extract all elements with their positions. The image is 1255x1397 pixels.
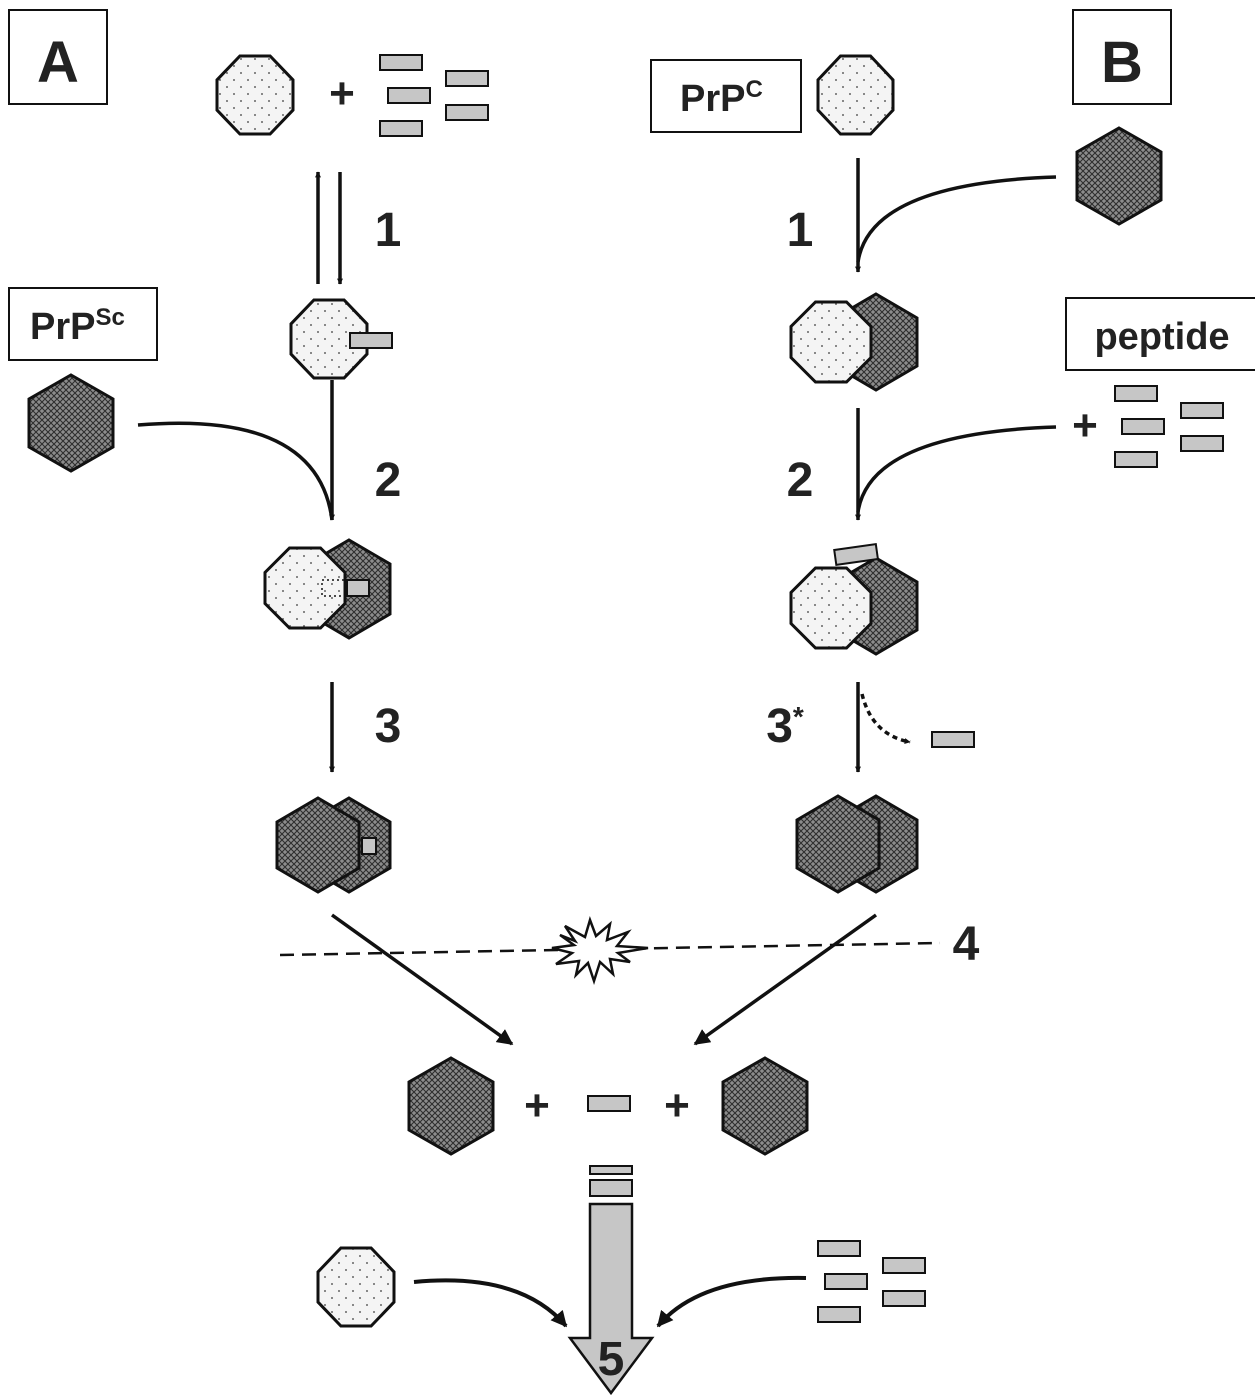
prpc-feed-arrow <box>413 1278 568 1328</box>
bound-peptide <box>833 543 880 566</box>
peptide-bar <box>882 1257 926 1274</box>
prpc-octagon-a-bound <box>289 298 369 380</box>
prpc-tag-label: PrPC <box>680 76 763 120</box>
peptide-bar <box>1121 418 1165 435</box>
peptide-bar <box>1114 385 1158 402</box>
peptide-bar <box>817 1240 861 1257</box>
peptide-bar <box>379 54 423 71</box>
arrow-body <box>567 1202 655 1396</box>
arrow-tail-segment <box>589 1165 633 1175</box>
step-4-label: 4 <box>953 918 980 971</box>
peptide-cluster-a-top <box>379 54 489 137</box>
prpsc-hexagon-a-left <box>27 373 115 473</box>
prpsc-tag-label: PrPSc <box>30 304 125 348</box>
prpsc-monomer-left <box>407 1056 495 1156</box>
prpsc-hexagon-b-right <box>1075 126 1163 226</box>
peptide-bar <box>445 70 489 87</box>
panel-b-label: B <box>1101 30 1143 95</box>
panel-a-box: A <box>8 9 108 105</box>
prpc-octagon-bottom <box>316 1246 396 1328</box>
panel-a-label: A <box>37 30 79 95</box>
peptide-bar <box>379 120 423 137</box>
peptide-bar <box>882 1290 926 1307</box>
peptide-tag-box: peptide <box>1065 297 1255 371</box>
prpsc-joining-curve-b <box>856 175 1057 263</box>
fragment-arrow-right <box>693 913 878 1046</box>
step-a2-label: 2 <box>375 454 402 507</box>
peptide-bar <box>387 87 431 104</box>
peptide-tag-label: peptide <box>1094 316 1229 358</box>
heterodimer-b <box>789 292 919 392</box>
peptide-bar <box>817 1306 861 1323</box>
peptide-feed-arrow <box>656 1275 807 1328</box>
peptide-bar <box>445 104 489 121</box>
fragment-arrow-left <box>330 913 514 1046</box>
step-b2-label: 2 <box>787 454 814 507</box>
heterodimer-a-with-peptide <box>263 538 392 640</box>
plus-sign-bottom-right: + <box>664 1081 690 1130</box>
prpsc-dimer-b <box>795 794 919 894</box>
prpsc-hexagon <box>795 794 881 894</box>
prpsc-tag-box: PrPSc <box>8 287 158 361</box>
peptide-bar <box>1114 451 1158 468</box>
prpsc-joining-curve-a <box>137 421 334 521</box>
panel-b-box: B <box>1072 9 1172 105</box>
step-a1-label: 1 <box>375 204 402 257</box>
prpc-octagon-b-top <box>816 54 895 136</box>
bound-peptide <box>361 837 377 855</box>
step-a3-label: 3 <box>375 700 402 753</box>
step-5-label: 5 <box>598 1333 625 1386</box>
free-peptide <box>587 1095 631 1112</box>
peptide-joining-curve-b <box>856 425 1057 513</box>
prpc-octagon <box>789 566 873 650</box>
step-5-block-arrow: 5 <box>567 1165 655 1396</box>
peptide-bar <box>1180 402 1224 419</box>
prpc-tag-box: PrPC <box>650 59 802 133</box>
bound-peptide <box>349 332 393 349</box>
prpsc-hexagon <box>275 796 361 894</box>
peptide-cluster-b <box>1114 385 1224 468</box>
released-peptide <box>931 731 975 748</box>
bound-peptide <box>346 579 370 597</box>
arrow-tail-segment <box>589 1179 633 1197</box>
prpsc-monomer-right <box>721 1056 809 1156</box>
step-b3-label: 3* <box>766 700 804 753</box>
prpc-octagon-a-top <box>215 54 295 136</box>
prpc-octagon <box>263 546 347 630</box>
peptide-bar <box>1180 435 1224 452</box>
fragmentation-burst <box>551 916 649 986</box>
plus-sign-a-top: + <box>329 69 355 118</box>
plus-sign-b-peptide: + <box>1072 401 1098 450</box>
heterodimer-b-with-peptide <box>789 543 919 656</box>
peptide-release-arrow <box>860 693 911 744</box>
peptide-cluster-bottom <box>817 1240 926 1323</box>
prpsc-dimer-a-with-peptide <box>275 796 392 894</box>
peptide-bar <box>824 1273 868 1290</box>
plus-sign-bottom-left: + <box>524 1081 550 1130</box>
prpc-octagon <box>789 300 873 384</box>
step-b1-label: 1 <box>787 204 814 257</box>
